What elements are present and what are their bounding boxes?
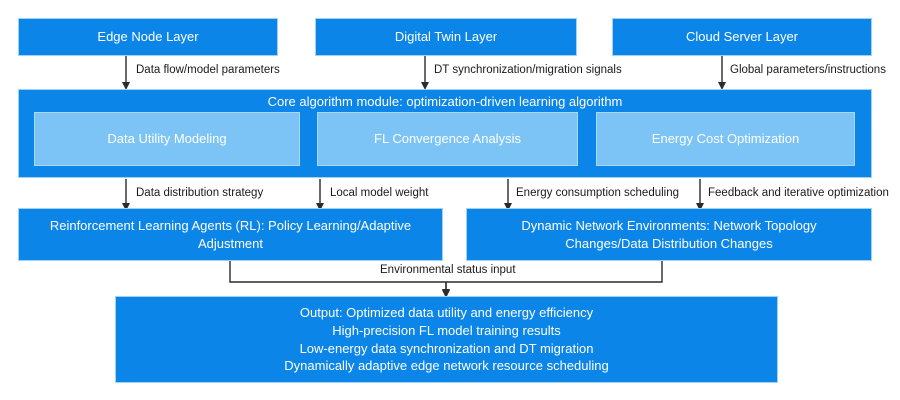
box-output-line-3: Low-energy data synchronization and DT m… [299,340,594,356]
box-digital-twin-layer[interactable]: Digital Twin Layer [315,18,577,56]
box-reinforcement-learning-agents[interactable]: Reinforcement Learning Agents (RL): Poli… [18,208,443,261]
arrow-label-text: Feedback and iterative optimization [708,187,889,199]
box-fl-convergence-analysis[interactable]: FL Convergence Analysis [317,112,578,166]
box-output-line-1: Output: Optimized data utility and energ… [299,305,594,321]
box-digital-twin-layer-label: Digital Twin Layer [394,29,498,45]
arrow-label-text: Data flow/model parameters [136,64,280,76]
box-output-line-2: High-precision FL model training results [332,322,561,338]
arrow-label-text: Data distribution strategy [136,187,264,199]
arrow-label-dt-synchronization-migration-signals: DT synchronization/migration signals [434,64,622,78]
box-output[interactable]: Output: Optimized data utility and energ… [115,296,778,383]
arrow-label-text: Global parameters/instructions [730,64,886,76]
box-cloud-server-layer-label: Cloud Server Layer [686,29,798,45]
arrow-label-environmental-status-input: Environmental status input [374,264,522,278]
box-reinforcement-learning-agents-line-1: Reinforcement Learning Agents (RL): Poli… [49,217,412,233]
box-output-line-4: Dynamically adaptive edge network resour… [284,358,609,374]
arrow-label-text: Energy consumption scheduling [516,187,680,199]
box-reinforcement-learning-agents-line-2: Adjustment [197,235,264,251]
box-fl-convergence-analysis-label: FL Convergence Analysis [374,131,521,147]
box-edge-node-layer-label: Edge Node Layer [97,29,199,45]
arrow-label-local-model-weight: Local model weight [330,187,428,201]
arrow-label-data-flow-model-parameters: Data flow/model parameters [136,64,280,78]
arrow-label-global-parameters-instructions: Global parameters/instructions [730,64,886,78]
box-energy-cost-optimization[interactable]: Energy Cost Optimization [596,112,855,166]
arrow-label-energy-consumption-scheduling: Energy consumption scheduling [516,187,679,201]
box-dynamic-network-environments-line-2: Changes/Data Distribution Changes [565,235,773,251]
core-algorithm-module-title-text: Core algorithm module: optimization-driv… [267,94,623,109]
box-energy-cost-optimization-label: Energy Cost Optimization [651,131,800,147]
arrow-label-feedback-and-iterative-optimization: Feedback and iterative optimization [708,187,889,201]
box-data-utility-modeling-label: Data Utility Modeling [107,131,227,147]
box-dynamic-network-environments[interactable]: Dynamic Network Environments: Network To… [466,208,872,261]
arrow-label-text: DT synchronization/migration signals [434,64,622,76]
box-edge-node-layer[interactable]: Edge Node Layer [18,18,278,56]
arrow-label-text: Environmental status input [380,264,516,276]
core-algorithm-module-title: Core algorithm module: optimization-driv… [18,94,872,111]
box-dynamic-network-environments-line-1: Dynamic Network Environments: Network To… [521,217,817,233]
arrow-label-text: Local model weight [330,187,429,199]
box-data-utility-modeling[interactable]: Data Utility Modeling [34,112,300,166]
box-cloud-server-layer[interactable]: Cloud Server Layer [612,18,872,56]
arrow-label-data-distribution-strategy: Data distribution strategy [136,187,263,201]
